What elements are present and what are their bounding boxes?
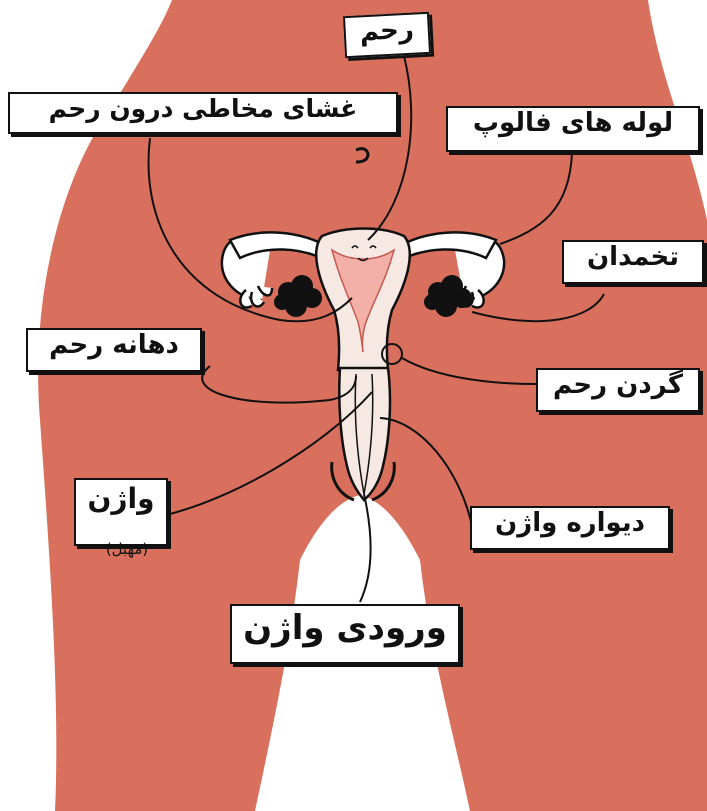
label-endometrium: غشای مخاطی درون رحم <box>8 92 398 134</box>
label-cervix: گردن رحم <box>536 368 700 412</box>
label-uterus: رحم <box>343 12 431 58</box>
label-vagina: واژن <box>74 478 168 546</box>
label-ovaries: تخمدان <box>562 240 704 284</box>
label-vaginal-wall: دیواره واژن <box>470 506 670 550</box>
label-cervix-opening: دهانه رحم <box>26 328 202 372</box>
label-fallopian-tubes: لوله های فالوپ <box>446 106 700 152</box>
label-vagina-sub: (مهبل) <box>92 540 162 558</box>
label-vaginal-entrance: ورودی واژن <box>230 604 460 664</box>
